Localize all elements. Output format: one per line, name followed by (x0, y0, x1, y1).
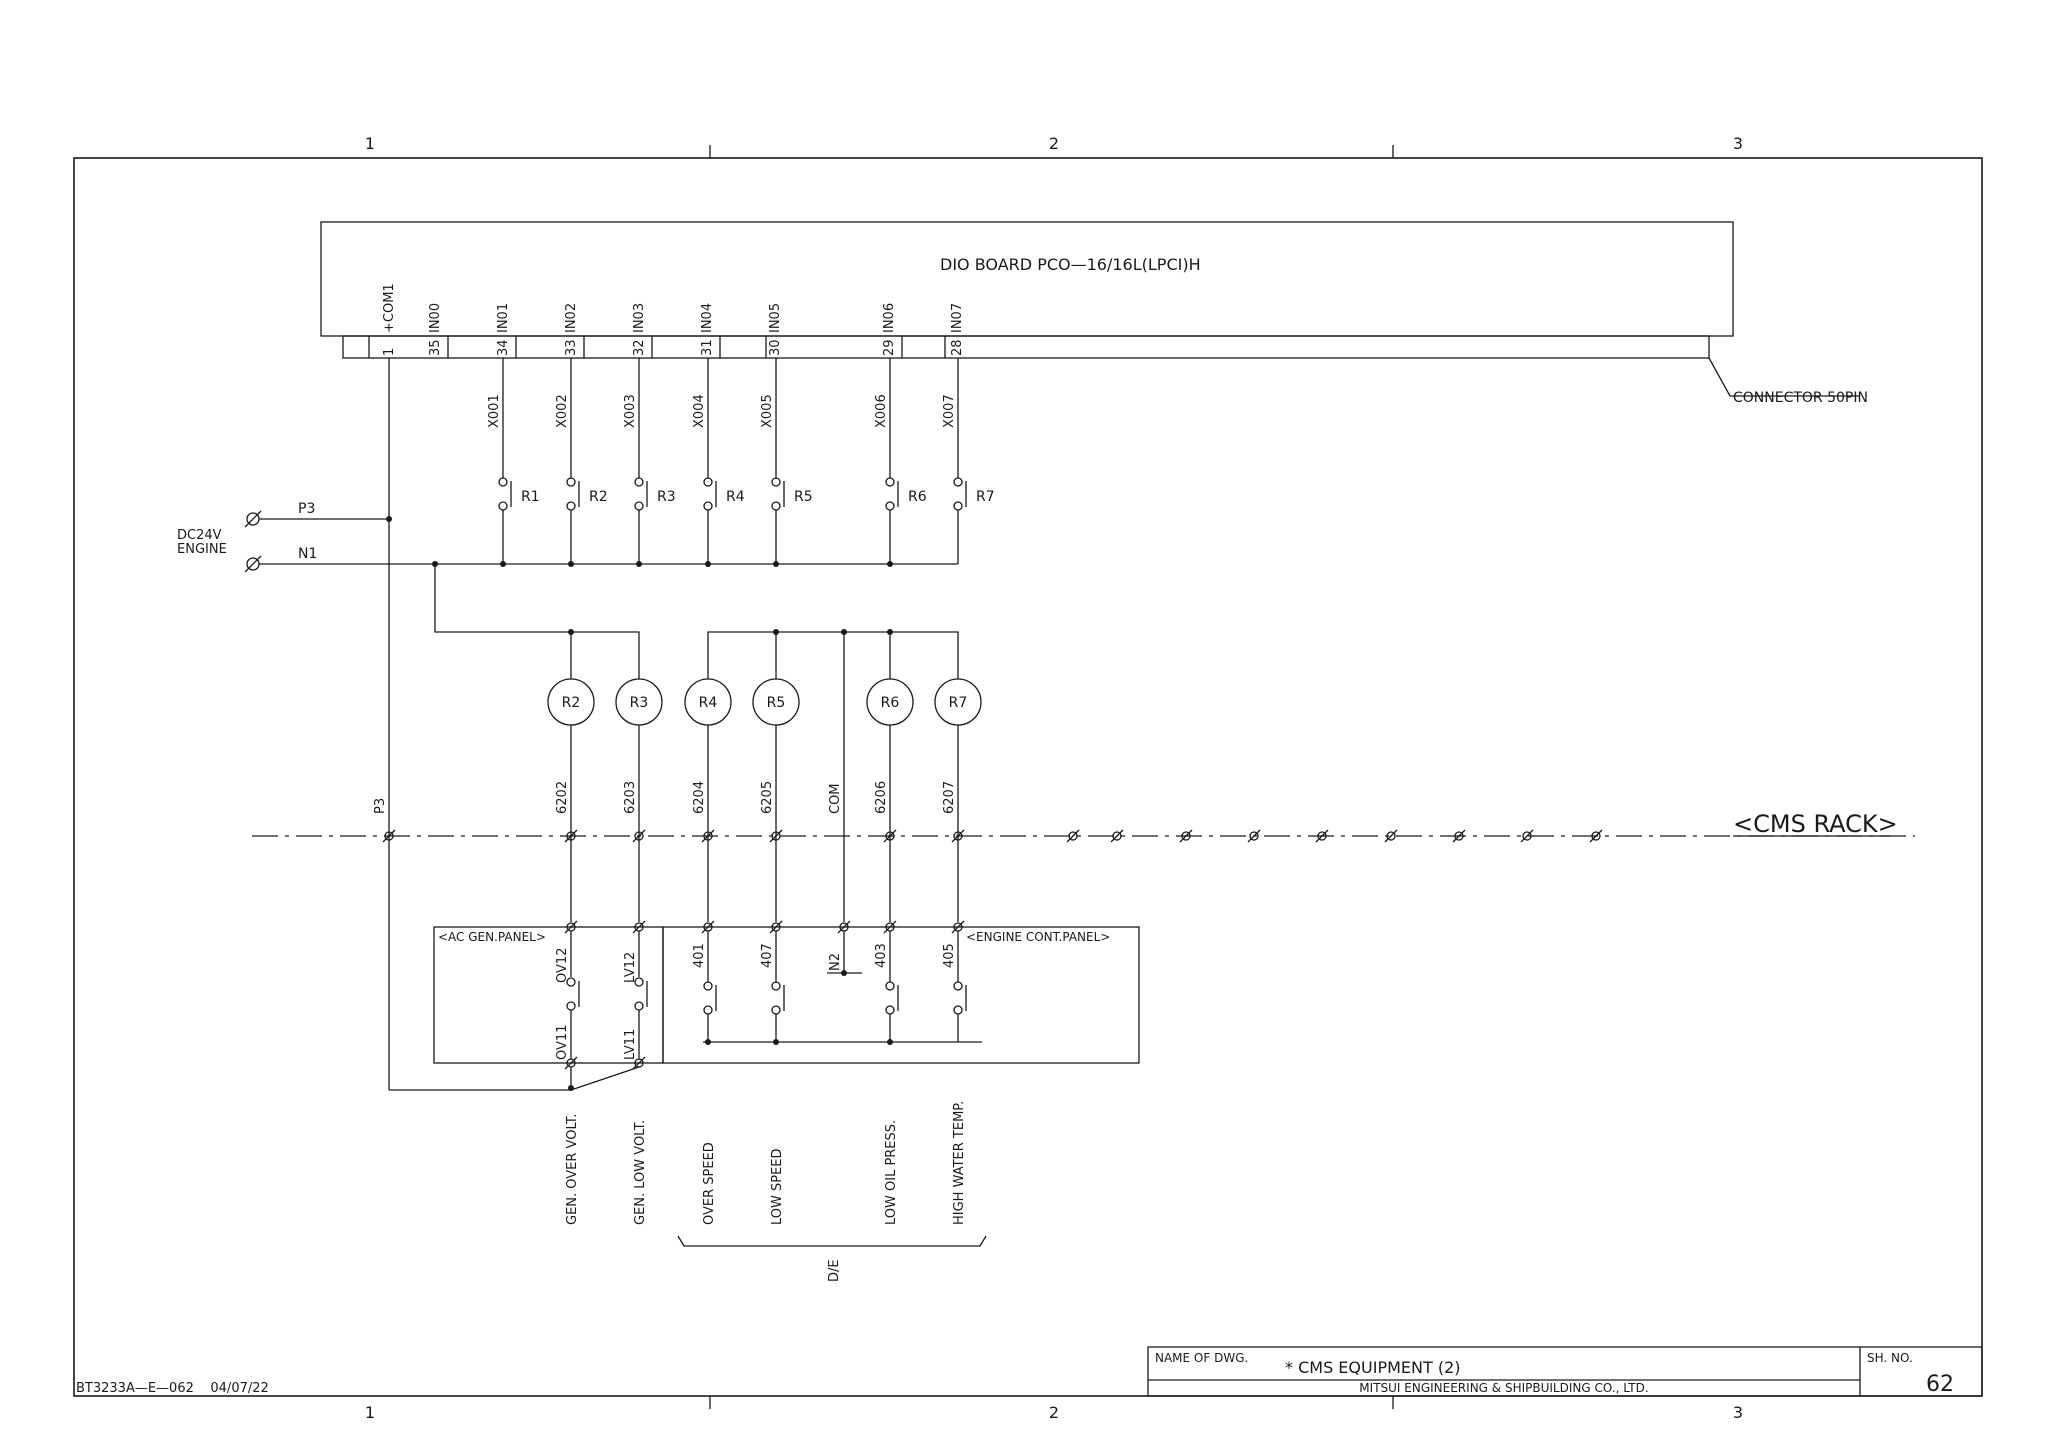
rack-terminal-6206: 6206 (874, 781, 889, 814)
sheet-no: 62 (1926, 1372, 1954, 1397)
rack-terminal-6207: 6207 (942, 781, 957, 814)
panel-boxes (433, 926, 1140, 1064)
wire-label-x002: X002 (555, 394, 570, 428)
contact-label-r4: R4 (726, 489, 745, 505)
pin-no-31: 31 (700, 339, 715, 356)
board-title: DIO BOARD PCO—16/16L(LPCI)H (940, 255, 1201, 274)
cms-rack-label: <CMS RACK> (1733, 810, 1898, 838)
wire-label-x005: X005 (760, 394, 775, 428)
rack-terminal-6203: 6203 (623, 781, 638, 814)
grid-label-bottom-3: 3 (1733, 1403, 1743, 1422)
document-reference: BT3233A—E—062 04/07/22 (76, 1381, 269, 1396)
pin-name-in07: IN07 (950, 303, 965, 333)
dio-board (320, 221, 1860, 397)
pin-name-in06: IN06 (882, 303, 897, 333)
pin-name-in02: IN02 (564, 303, 579, 333)
drawing-frame (73, 145, 1983, 1409)
coil-label-r7: R7 (949, 695, 968, 711)
engine-terminal-403: 403 (874, 943, 889, 968)
signal-over-speed: OVER SPEED (702, 1142, 717, 1225)
pin-name-in03: IN03 (632, 303, 647, 333)
coil-label-r2: R2 (562, 695, 581, 711)
board-pins: +COM1 IN00 IN01 IN02 IN03 IN04 IN05 IN06… (368, 283, 965, 358)
wire-label-x001: X001 (487, 394, 502, 428)
supply-positive-label: P3 (298, 501, 315, 517)
rack-terminals (382, 829, 1603, 843)
coil-label-r3: R3 (630, 695, 649, 711)
rack-terminal-p3: P3 (373, 798, 388, 814)
relay-contacts (498, 477, 967, 511)
engine-terminal-405: 405 (942, 943, 957, 968)
ac-terminal-ov11: OV11 (555, 1025, 570, 1060)
contact-label-r3: R3 (657, 489, 676, 505)
wire-label-x006: X006 (874, 394, 889, 428)
signal-gen-low-volt: GEN. LOW VOLT. (633, 1120, 648, 1225)
coil-label-r5: R5 (767, 695, 786, 711)
engine-panel-label: <ENGINE CONT.PANEL> (966, 930, 1110, 944)
pin-no-34: 34 (496, 339, 511, 356)
title-block (1147, 1346, 1983, 1397)
pin-no-1: 1 (382, 348, 397, 356)
sheet-no-caption: SH. NO. (1867, 1351, 1913, 1365)
pin-no-30: 30 (768, 339, 783, 356)
contact-label-r7: R7 (976, 489, 995, 505)
relay-coils (547, 678, 982, 726)
ac-terminal-lv12: LV12 (623, 952, 638, 983)
pin-no-33: 33 (564, 339, 579, 356)
ac-gen-panel-label: <AC GEN.PANEL> (438, 930, 546, 944)
input-wires (388, 358, 959, 1090)
rack-terminal-6204: 6204 (692, 781, 707, 814)
coil-label-r4: R4 (699, 695, 718, 711)
title-block-name-caption: NAME OF DWG. (1155, 1351, 1248, 1365)
rack-terminal-6205: 6205 (760, 781, 775, 814)
pin-name-in01: IN01 (496, 303, 511, 333)
grid-label-bottom-1: 1 (365, 1403, 375, 1422)
pin-name-com1: +COM1 (382, 283, 397, 333)
wire-label-x003: X003 (623, 394, 638, 428)
engine-terminal-407: 407 (760, 943, 775, 968)
wire-label-x004: X004 (692, 394, 707, 428)
contact-label-r1: R1 (521, 489, 540, 505)
company-name: MITSUI ENGINEERING & SHIPBUILDING CO., L… (1359, 1381, 1648, 1395)
pin-name-in00: IN00 (428, 303, 443, 333)
junction-dots (386, 516, 893, 1091)
wire-label-x007: X007 (942, 394, 957, 428)
signal-low-speed: LOW SPEED (770, 1148, 785, 1225)
supply-label-line1: DC24V (177, 528, 222, 543)
contact-label-r5: R5 (794, 489, 813, 505)
engine-terminal-401: 401 (692, 943, 707, 968)
connector-label: CONNECTOR 50PIN (1733, 390, 1868, 406)
coil-wiring (434, 564, 959, 922)
pin-no-29: 29 (882, 339, 897, 356)
signal-gen-over-volt: GEN. OVER VOLT. (565, 1114, 580, 1225)
ac-terminal-lv11: LV11 (623, 1029, 638, 1060)
grid-label-top-1: 1 (365, 134, 375, 153)
coil-label-r6: R6 (881, 695, 900, 711)
rack-terminal-com: COM (828, 783, 843, 814)
signal-high-water-temp: HIGH WATER TEMP. (952, 1101, 967, 1225)
pin-no-32: 32 (632, 339, 647, 356)
grid-label-top-3: 3 (1733, 134, 1743, 153)
drawing-name: * CMS EQUIPMENT (2) (1285, 1358, 1461, 1377)
n2-label: N2 (828, 953, 843, 971)
signal-low-oil-press: LOW OIL PRESS. (884, 1120, 899, 1225)
pin-no-35: 35 (428, 339, 443, 356)
rack-terminal-6202: 6202 (555, 781, 570, 814)
ac-terminal-ov12: OV12 (555, 948, 570, 983)
contact-label-r6: R6 (908, 489, 927, 505)
grid-label-top-2: 2 (1049, 134, 1059, 153)
pin-no-28: 28 (950, 339, 965, 356)
pin-name-in05: IN05 (768, 303, 783, 333)
panel-terminals (564, 920, 965, 1070)
de-label: D/E (827, 1259, 842, 1282)
panel-wiring (389, 931, 982, 1091)
pin-name-in04: IN04 (700, 303, 715, 333)
de-bracket (677, 1235, 987, 1247)
grid-label-bottom-2: 2 (1049, 1403, 1059, 1422)
supply-label-line2: ENGINE (177, 542, 227, 557)
supply-terminals (244, 510, 958, 573)
contact-label-r2: R2 (589, 489, 608, 505)
supply-negative-label: N1 (298, 546, 317, 562)
